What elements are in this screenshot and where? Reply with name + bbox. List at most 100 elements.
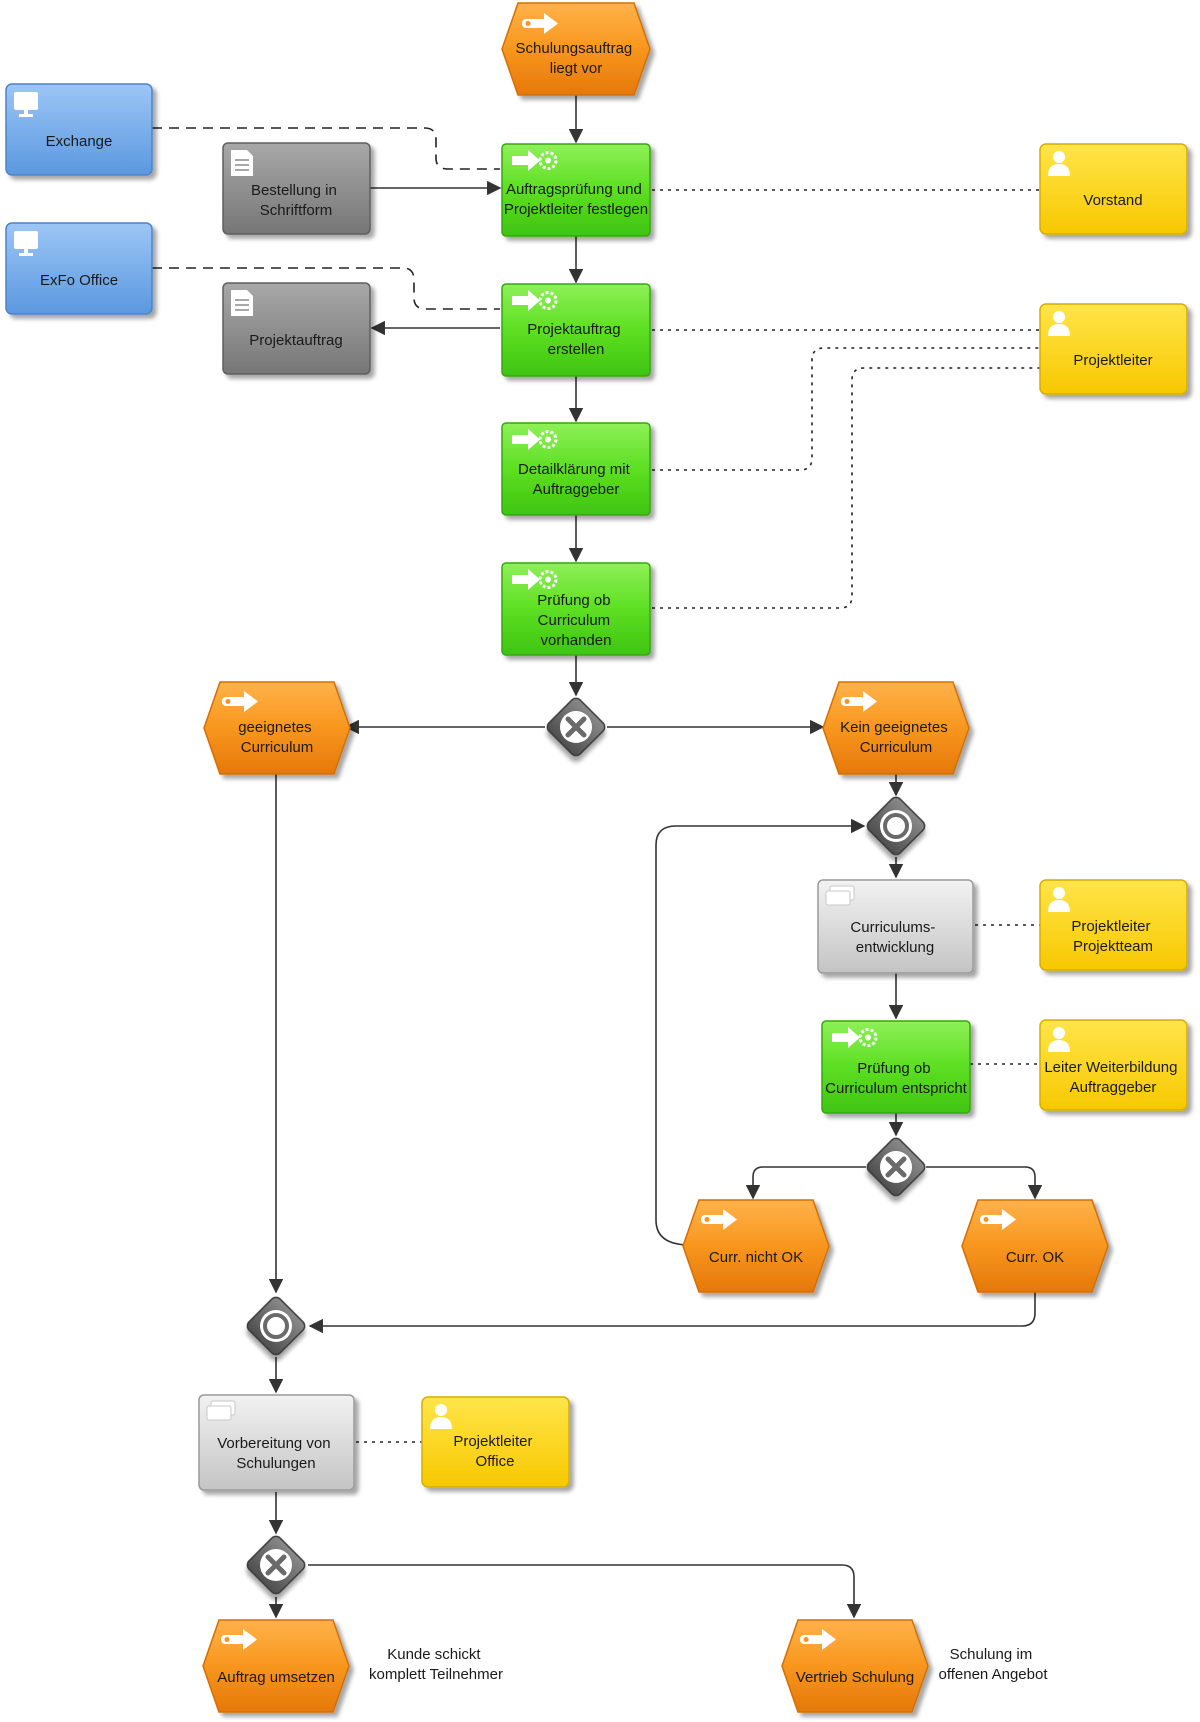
- role-training-lead-client[interactable]: Leiter Weiterbildung Auftraggeber: [1039, 1019, 1188, 1111]
- function-check-curriculum-match[interactable]: Prüfung ob Curriculum entspricht: [821, 1020, 971, 1114]
- note-customer: Kunde schickt komplett Teilnehmer: [369, 1646, 503, 1683]
- svg-text:Auftragsprüfung und Proj: Auftragsprüfung und Projektleiter festle…: [504, 181, 648, 218]
- function-check-curriculum-line-3: vorhanden: [541, 632, 612, 649]
- role-project-lead-office[interactable]: Projektleiter Office: [421, 1396, 570, 1488]
- process-curriculum-development[interactable]: Curriculums- entwicklung: [817, 879, 974, 974]
- or-gateway-icon[interactable]: [865, 795, 927, 857]
- process-stack-icon: [206, 1400, 236, 1421]
- role-links: [356, 189, 1040, 1443]
- document-written-order-line-1: Bestellung in: [251, 182, 337, 199]
- function-check-order-line-2: Projektleiter festlegen: [504, 201, 648, 218]
- system-exchange[interactable]: Exchange: [5, 83, 153, 176]
- xor-gateway-icon[interactable]: [545, 696, 607, 758]
- function-check-curriculum-line-2: Curriculum: [538, 612, 611, 629]
- event-suitable-curriculum[interactable]: geeignetes Curriculum: [203, 681, 351, 775]
- event-training-order-line-1: Schulungsauftrag: [516, 40, 633, 57]
- xor-gateway-icon[interactable]: [245, 1534, 307, 1596]
- event-no-suitable-curriculum-line-2: Curriculum: [860, 739, 933, 756]
- function-create-project-order-line-2: erstellen: [548, 341, 605, 358]
- event-sales-training[interactable]: Vertrieb Schulung: [781, 1619, 929, 1713]
- note-customer-line-2: komplett Teilnehmer: [369, 1666, 503, 1683]
- function-clarify-details-line-1: Detailklärung mit: [518, 461, 631, 478]
- system-links: [152, 127, 500, 310]
- person-icon: [1048, 887, 1070, 912]
- svg-text:Vorbereitung von Schulun: Vorbereitung von Schulungen: [217, 1435, 335, 1472]
- person-icon: [430, 1404, 452, 1429]
- function-check-curriculum[interactable]: Prüfung ob Curriculum vorhanden: [501, 562, 651, 656]
- svg-text:Vorstand: Vorstand: [1083, 192, 1142, 209]
- function-check-curriculum-match-line-1: Prüfung ob: [857, 1060, 930, 1077]
- svg-text:Prüfung ob Curriculum en: Prüfung ob Curriculum entspricht: [825, 1060, 968, 1097]
- function-check-order-line-1: Auftragsprüfung und: [506, 181, 642, 198]
- svg-text:Prüfung ob Curriculum: Prüfung ob Curriculum vorhanden: [537, 592, 615, 649]
- function-gear-icon: [512, 429, 558, 450]
- document-written-order[interactable]: Bestellung in Schriftform: [222, 142, 371, 235]
- function-create-project-order-line-1: Projektauftrag: [527, 321, 620, 338]
- svg-text:Curr. nicht OK: Curr. nicht OK: [709, 1249, 803, 1266]
- xor-gateway-icon[interactable]: [865, 1136, 927, 1198]
- role-project-lead-office-line-1: Projektleiter: [453, 1433, 532, 1450]
- system-exfo-office-label: ExFo Office: [40, 272, 118, 289]
- role-project-lead[interactable]: Projektleiter: [1039, 303, 1188, 395]
- event-arrow-icon: [841, 691, 877, 712]
- svg-text:Bestellung in Schriftfor: Bestellung in Schriftform: [251, 182, 341, 219]
- event-arrow-icon: [221, 1629, 257, 1650]
- event-arrow-icon: [980, 1209, 1016, 1230]
- event-no-suitable-curriculum[interactable]: Kein geeignetes Curriculum: [822, 681, 970, 775]
- role-project-lead-team[interactable]: Projektleiter Projektteam: [1039, 879, 1188, 971]
- event-suitable-curriculum-line-2: Curriculum: [241, 739, 314, 756]
- function-gear-icon: [512, 150, 558, 171]
- function-check-curriculum-match-line-2: Curriculum entspricht: [825, 1080, 968, 1097]
- person-icon: [1048, 1027, 1070, 1052]
- document-project-order-label: Projektauftrag: [249, 332, 342, 349]
- event-execute-order-label: Auftrag umsetzen: [217, 1669, 335, 1686]
- event-no-suitable-curriculum-line-1: Kein geeignetes: [840, 719, 948, 736]
- event-training-order[interactable]: Schulungsauftrag liegt vor: [501, 2, 651, 96]
- function-clarify-details-line-2: Auftraggeber: [533, 481, 620, 498]
- note-customer-line-1: Kunde schickt: [387, 1646, 481, 1663]
- monitor-icon: [14, 231, 38, 256]
- function-gear-icon: [512, 569, 558, 590]
- note-offer-line-1: Schulung im: [950, 1646, 1033, 1663]
- monitor-icon: [14, 92, 38, 117]
- svg-text:Detailklärung mit Auftra: Detailklärung mit Auftraggeber: [518, 461, 634, 498]
- role-training-lead-client-line-2: Auftraggeber: [1070, 1079, 1157, 1096]
- or-gateway-icon[interactable]: [245, 1295, 307, 1357]
- function-gear-icon: [832, 1027, 878, 1048]
- process-stack-icon: [825, 885, 855, 906]
- function-create-project-order[interactable]: Projektauftrag erstellen: [501, 283, 651, 377]
- event-curr-ok[interactable]: Curr. OK: [961, 1199, 1109, 1293]
- document-written-order-line-2: Schriftform: [260, 202, 333, 219]
- svg-text:Projektleiter: Projektleiter: [1073, 352, 1152, 369]
- svg-text:Auftrag umsetzen: Auftrag umsetzen: [217, 1669, 335, 1686]
- system-exfo-office[interactable]: ExFo Office: [5, 222, 153, 315]
- event-execute-order[interactable]: Auftrag umsetzen: [202, 1619, 350, 1713]
- process-prepare-trainings[interactable]: Vorbereitung von Schulungen: [198, 1394, 355, 1491]
- svg-text:Projektleiter Office: Projektleiter Office: [453, 1433, 536, 1470]
- process-curriculum-development-line-1: Curriculums-: [850, 919, 935, 936]
- process-prepare-trainings-line-1: Vorbereitung von: [217, 1435, 330, 1452]
- role-project-lead-team-line-1: Projektleiter: [1071, 918, 1150, 935]
- role-board-label: Vorstand: [1083, 192, 1142, 209]
- document-project-order[interactable]: Projektauftrag: [222, 282, 371, 375]
- svg-text:Vertrieb Schulung: Vertrieb Schulung: [796, 1669, 914, 1686]
- svg-text:Schulungsauftrag liegt v: Schulungsauftrag liegt vor: [516, 40, 637, 77]
- svg-text:Leiter Weiterbildung Auf: Leiter Weiterbildung Auftraggeber: [1044, 1059, 1181, 1096]
- function-check-order[interactable]: Auftragsprüfung und Projektleiter festle…: [501, 143, 651, 237]
- role-project-lead-label: Projektleiter: [1073, 352, 1152, 369]
- role-board[interactable]: Vorstand: [1039, 143, 1188, 235]
- event-arrow-icon: [522, 13, 558, 34]
- svg-text:geeignetes Curriculum: geeignetes Curriculum: [238, 719, 316, 756]
- process-curriculum-development-line-2: entwicklung: [856, 939, 934, 956]
- event-curr-not-ok-label: Curr. nicht OK: [709, 1249, 803, 1266]
- svg-text:Projektleiter Projekttea: Projektleiter Projektteam: [1071, 918, 1154, 955]
- person-icon: [1048, 311, 1070, 336]
- connectors: [268, 94, 1043, 1619]
- function-clarify-details[interactable]: Detailklärung mit Auftraggeber: [501, 422, 651, 516]
- function-gear-icon: [512, 290, 558, 311]
- svg-text:Curr. OK: Curr. OK: [1006, 1249, 1064, 1266]
- process-prepare-trainings-line-2: Schulungen: [236, 1455, 315, 1472]
- event-curr-not-ok[interactable]: Curr. nicht OK: [682, 1199, 830, 1293]
- role-project-lead-team-line-2: Projektteam: [1073, 938, 1153, 955]
- system-exchange-label: Exchange: [46, 133, 113, 150]
